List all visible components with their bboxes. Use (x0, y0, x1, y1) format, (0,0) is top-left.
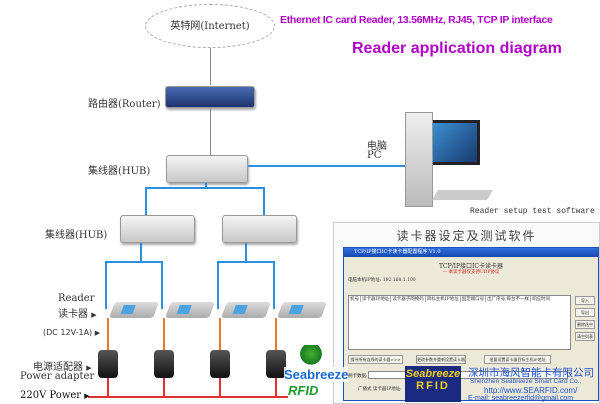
delete-selected-button[interactable]: 删除选中 (575, 320, 595, 329)
link-hubright-down (245, 243, 247, 262)
seabreeze-rfid-box: Seabreeze RFID (405, 366, 461, 402)
router (165, 86, 255, 108)
reader-table[interactable]: 机号 读卡器IP地址 读卡器子网掩码 目标主机IP地址 固定端口号 出厂序号,每… (348, 295, 571, 350)
seabreeze-palm-logo: Seabreeze RFID (284, 345, 349, 404)
dc-label: (DC 12V-1A) ▶ (43, 328, 100, 337)
software-app-title: TCP/IP接口IC卡读卡器 (438, 263, 504, 270)
power-adapter-2 (154, 350, 174, 378)
link-hub-down (205, 183, 207, 188)
software-subtitle: — 本读卡器仅支持UDP协议 (442, 270, 500, 275)
logo-rfid: RFID (288, 383, 319, 398)
router-label: 路由器(Router) (88, 99, 161, 110)
dc-label-text: (DC 12V-1A) (43, 328, 93, 337)
company-email[interactable]: E-mail: seabreezerfid@gmail.com (468, 395, 574, 402)
arrow-icon: ▶ (86, 364, 92, 372)
software-heading: 读卡器设定及测试软件 (396, 229, 537, 243)
reader-1 (109, 302, 159, 318)
col-header: 机号 (350, 296, 361, 302)
power-line-220v (88, 396, 288, 398)
export-button[interactable]: 导出 (575, 308, 595, 317)
software-screenshot: 读卡器设定及测试软件 TCP/IP接口IC卡读卡器配置程序 V1.0 TCP/I… (333, 222, 600, 404)
link-reader1 (105, 261, 107, 309)
change-params-button[interactable]: 更改参数并重新设置读卡器 (416, 355, 466, 364)
reader-3 (221, 302, 271, 318)
link-reader4 (273, 261, 275, 309)
hub-sub-label: 集线器(HUB) (45, 230, 108, 241)
palm-icon (299, 345, 323, 367)
reader-label-cn-text: 读卡器 (58, 309, 88, 320)
arrow-icon: ▶ (94, 329, 101, 337)
dc-wire-1 (107, 318, 109, 350)
import-button[interactable]: 导入 (575, 296, 595, 305)
col-header: 出厂序号,每台不一样 (487, 296, 532, 302)
company-name-en: Shenzhen Seabreeze Smart Card Co., (470, 378, 582, 385)
col-header: 响应时间 (532, 297, 551, 302)
company-url[interactable]: http://www.SEARFID.com/ (484, 386, 578, 395)
link-right-bus (217, 261, 275, 263)
ac-wire-2 (163, 378, 165, 397)
power-adapter-1 (98, 350, 118, 378)
software-window-title: TCP/IP接口IC卡读卡器配置程序 V1.0 (344, 248, 598, 257)
diagram-title-line2: Reader application diagram (352, 40, 562, 57)
dc-wire-4 (275, 318, 277, 350)
pc-label-en: PC (367, 150, 382, 161)
logo-text: Seabreeze (284, 367, 349, 382)
power-label-text: 220V Power (20, 390, 82, 401)
dc-wire-3 (219, 318, 221, 350)
hub-main-label: 集线器(HUB) (88, 166, 151, 177)
batch-set-button[interactable]: 批量设置读卡器目标主机IP地址 (484, 355, 551, 364)
col-header: 读卡器子网掩码 (392, 296, 426, 302)
hub-left (120, 215, 195, 243)
company-name-cn: 深圳市海风智能卡有限公司 (468, 367, 594, 379)
link-branch-left (145, 187, 147, 217)
link-reader3 (217, 261, 219, 309)
link-internet-router (210, 48, 211, 85)
link-reader2 (161, 261, 163, 309)
box-rfid: RFID (416, 380, 450, 392)
link-hub-branch (145, 187, 265, 189)
power-adapter-3 (210, 350, 230, 378)
reader-label-en: Reader (58, 293, 95, 304)
ac-wire-1 (107, 378, 109, 397)
arrow-icon: ▶ (91, 311, 97, 319)
link-left-bus (105, 261, 163, 263)
adapter-label-en: Power adapter (20, 371, 95, 382)
col-header: 固定端口号 (461, 296, 487, 302)
ac-wire-4 (275, 378, 277, 397)
adapter-label-cn-text: 电源适配器 (33, 362, 83, 373)
pc-label-cn: 电脑 (367, 141, 387, 152)
ac-wire-3 (219, 378, 221, 397)
adapter-label-cn: 电源适配器 ▶ (33, 358, 92, 373)
link-branch-right (263, 187, 265, 217)
power-adapter-4 (266, 350, 286, 378)
hub-right (222, 215, 297, 243)
reader-2 (165, 302, 215, 318)
pc-monitor (430, 120, 480, 165)
box-brand: Seabreeze (405, 368, 461, 380)
col-header: 目标主机IP地址 (426, 296, 461, 302)
col-header: 读卡器IP地址 (362, 296, 392, 302)
card-data-input[interactable] (368, 371, 568, 379)
dc-wire-2 (163, 318, 165, 350)
link-hubleft-down (140, 243, 142, 262)
reader-label-cn: 读卡器 ▶ (58, 305, 97, 320)
link-router-hub (210, 108, 211, 155)
internet-cloud: 英特网(Internet) (145, 4, 275, 48)
diagram-title-line1: Ethernet IC card Reader, 13.56MHz, RJ45,… (280, 14, 553, 26)
broadcast-label: 广播式 读卡器IP地址: (358, 387, 402, 392)
arrow-icon: ▶ (84, 392, 90, 400)
internet-label: 英特网(Internet) (170, 21, 250, 32)
clear-list-button[interactable]: 清空列表 (575, 332, 595, 341)
hub-main (166, 155, 248, 183)
reader-4 (277, 302, 327, 318)
card-data-label: 刷卡数据: (348, 374, 368, 379)
power-label: 220V Power ▶ (20, 390, 90, 401)
link-hub-pc (248, 165, 408, 167)
search-readers-button[interactable]: 搜寻所有连线的读卡器>>> (348, 355, 403, 364)
pc-keyboard (432, 190, 493, 200)
software-ip-label: 电脑本机IP地址: 192.168.1.100 (348, 278, 416, 283)
software-window: TCP/IP接口IC卡读卡器配置程序 V1.0 TCP/IP接口IC卡读卡器 —… (343, 247, 599, 401)
setup-software-label: Reader setup test software (470, 207, 595, 216)
pc-tower (405, 112, 433, 207)
